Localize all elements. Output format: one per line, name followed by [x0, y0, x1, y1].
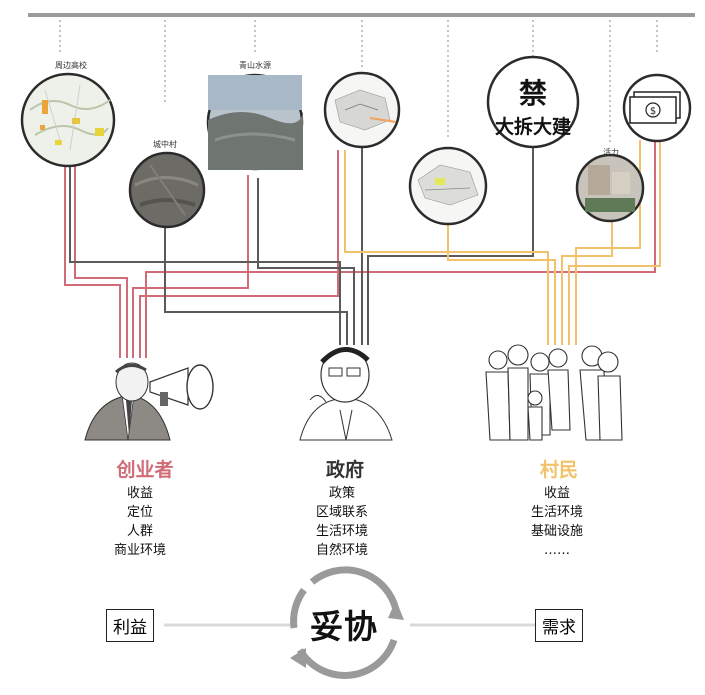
circle-urban-village — [128, 151, 206, 229]
list-item: 生活环境 — [530, 505, 583, 520]
demand-box: 需求 — [535, 609, 583, 642]
list-item: 政策 — [328, 486, 355, 501]
villagers-illustration — [485, 344, 623, 441]
circle-mountain-water — [206, 73, 304, 171]
label-mountain-water: 青山水源 — [239, 61, 271, 70]
circle-money: $ — [622, 73, 692, 143]
circle-schools — [20, 72, 116, 168]
list-item: …… — [544, 543, 570, 558]
government-items: 政策 区域联系 生活环境 自然环境 — [272, 484, 412, 560]
interest-box: 利益 — [106, 609, 154, 642]
circle-plan-map-2 — [408, 146, 488, 226]
entrepreneur-items: 收益 定位 人群 商业环境 — [70, 484, 210, 560]
ban-text: 大拆大建 — [494, 116, 571, 138]
list-item: 收益 — [126, 486, 153, 501]
list-item: 商业环境 — [113, 543, 166, 558]
list-item: 人群 — [126, 524, 153, 539]
cycle-arrow — [290, 566, 400, 679]
list-item: 生活环境 — [315, 524, 368, 539]
circle-ban — [486, 55, 580, 149]
list-item: 区域联系 — [315, 505, 368, 520]
svg-text:$: $ — [650, 106, 656, 117]
villagers-title: 村民 — [539, 459, 578, 481]
government-connectors — [69, 138, 534, 345]
entrepreneur-illustration — [84, 362, 214, 441]
list-item: 自然环境 — [315, 543, 368, 558]
circle-plan-map-1 — [323, 71, 401, 149]
ban-char: 禁 — [518, 77, 547, 110]
label-urban-village: 城中村 — [153, 140, 177, 149]
cycle-arrowheads — [290, 600, 404, 668]
circle-vitality — [575, 153, 645, 223]
label-schools: 周边高校 — [55, 61, 87, 70]
list-item: 收益 — [543, 486, 570, 501]
top-bar — [28, 13, 695, 17]
government-title: 政府 — [325, 459, 364, 481]
entrepreneur-connectors — [64, 140, 656, 358]
entrepreneur-title: 创业者 — [116, 459, 174, 481]
label-vitality: 活力 — [603, 148, 619, 157]
government-illustration — [299, 347, 393, 441]
list-item: 基础设施 — [530, 524, 583, 539]
compromise-text: 妥协 — [310, 607, 378, 646]
list-item: 定位 — [126, 505, 153, 520]
villagers-items: 收益 生活环境 基础设施 …… — [487, 484, 627, 560]
